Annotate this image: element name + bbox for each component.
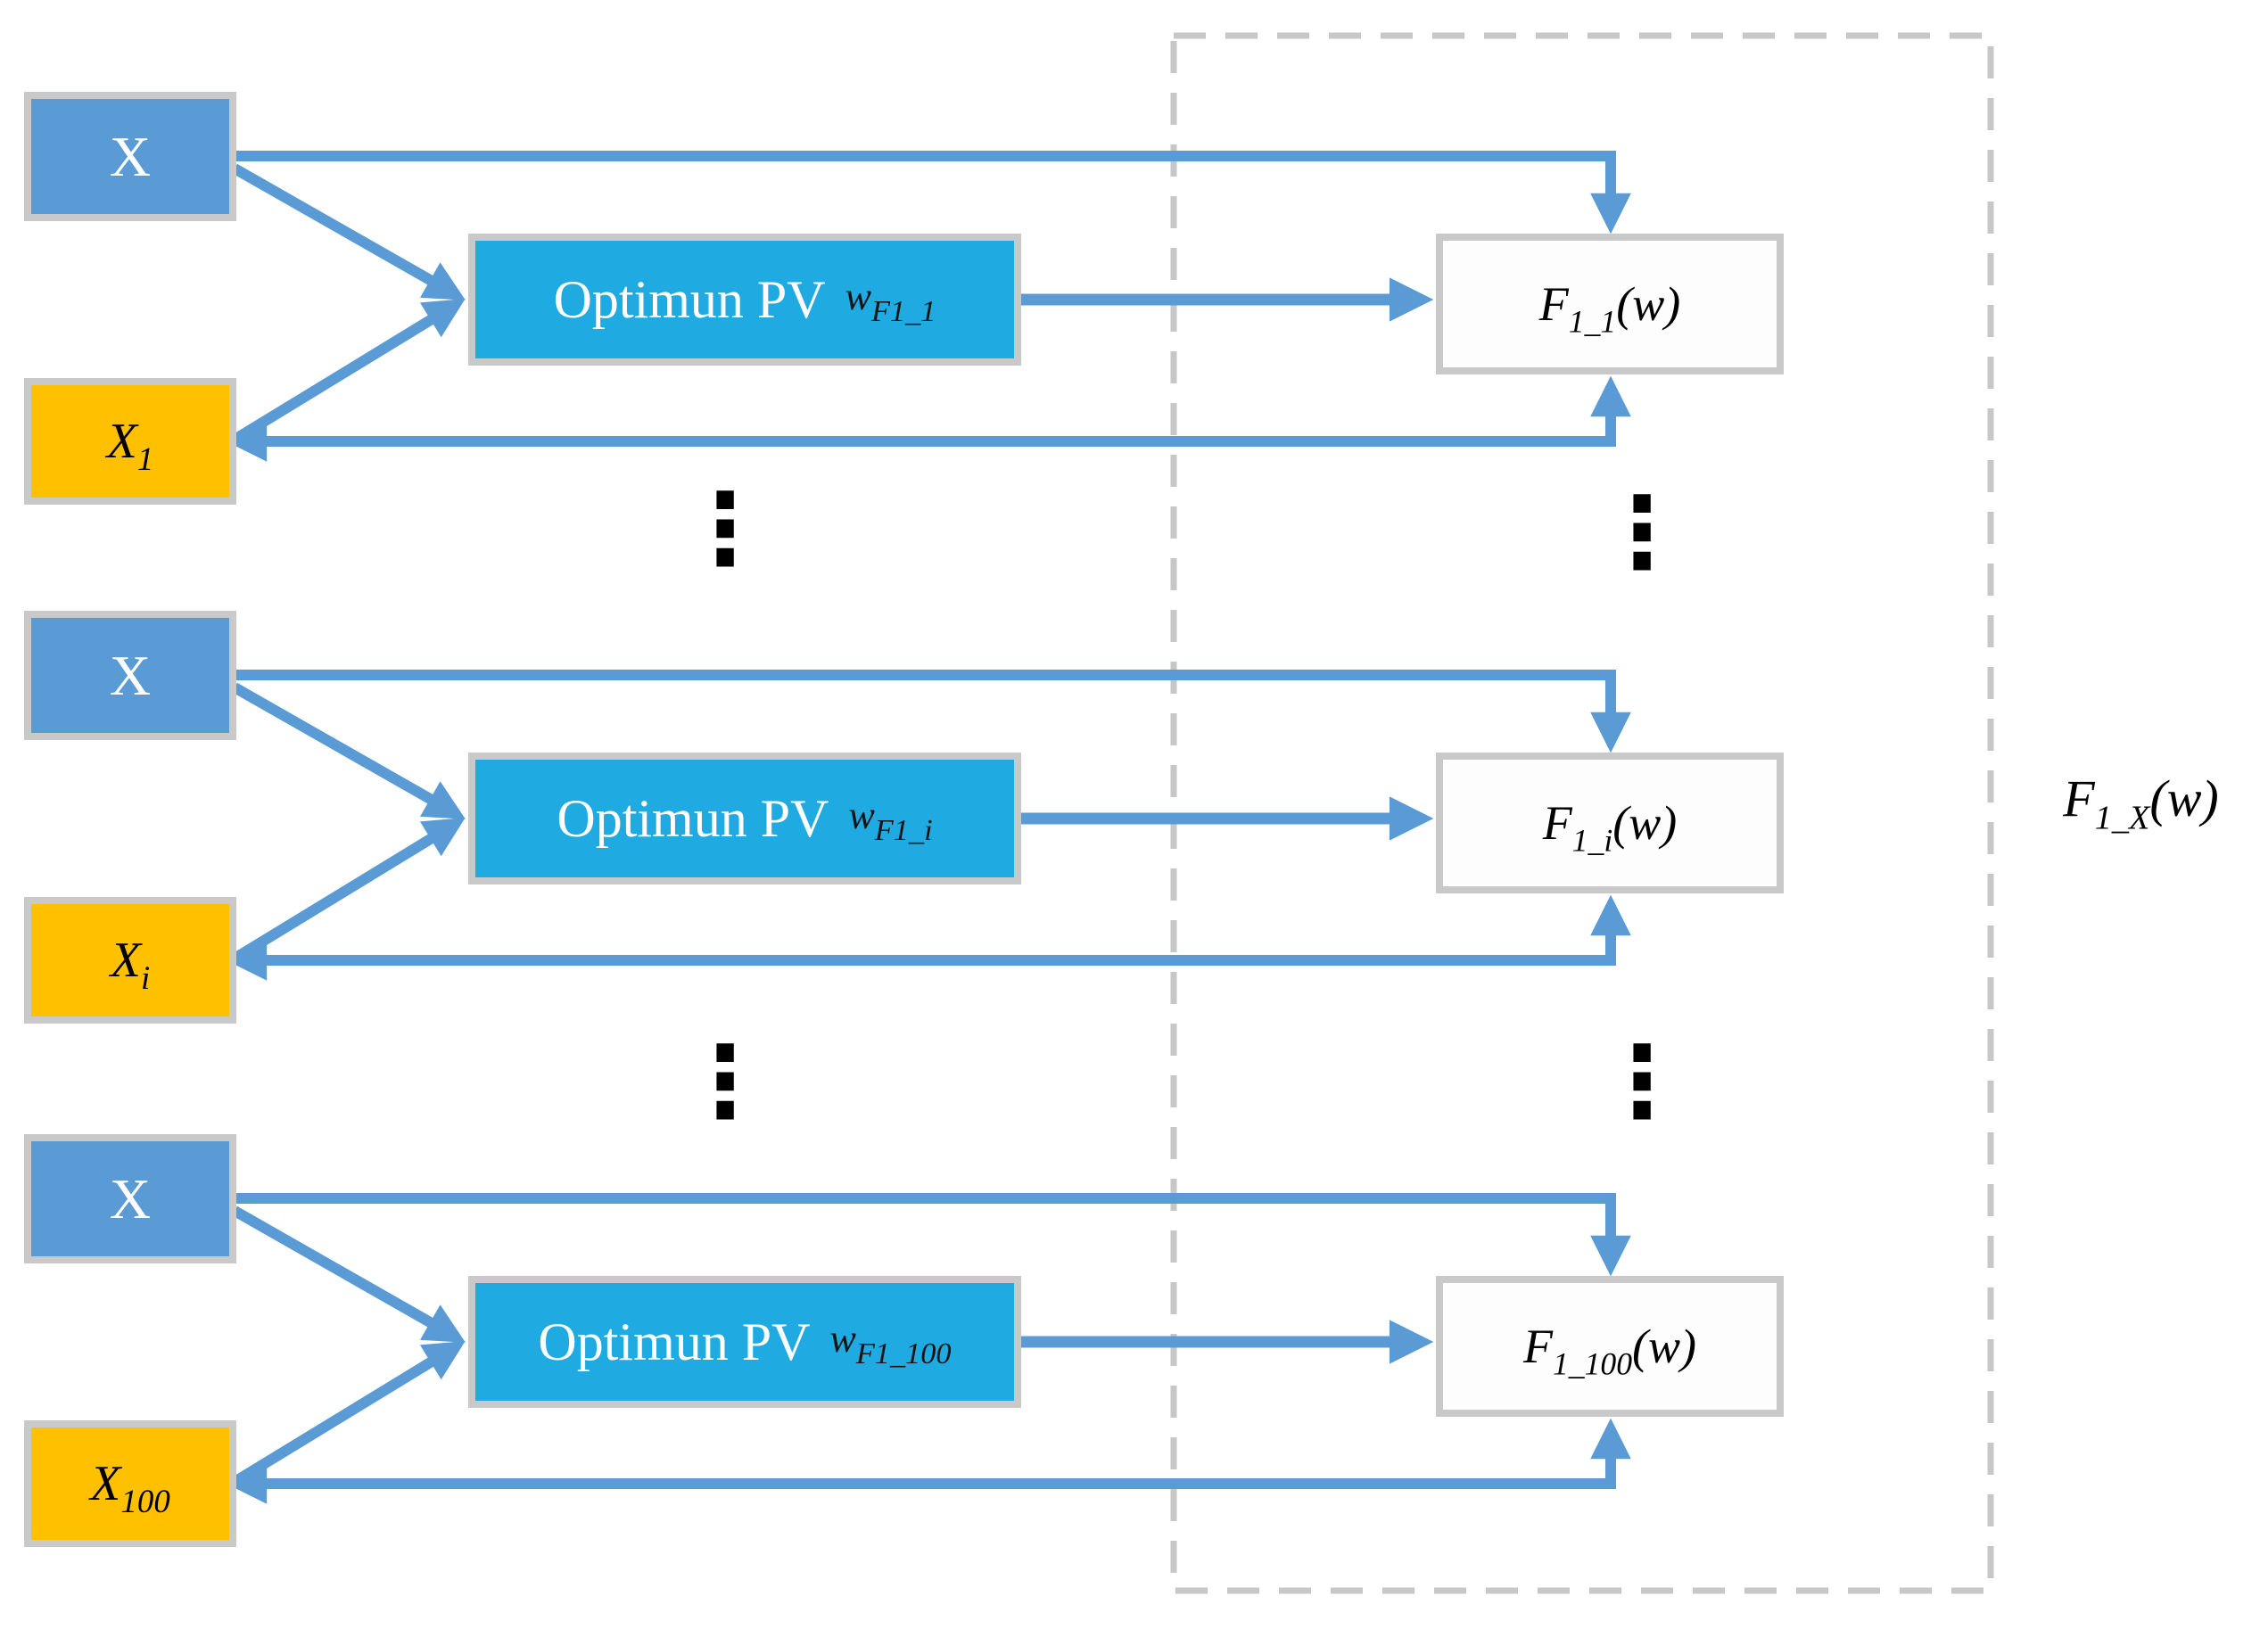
input-xi-label: X100 bbox=[90, 1456, 170, 1520]
aggregate-output-label: F1_X(w) bbox=[2063, 769, 2219, 837]
ellipsis-right-lower: ⋮ bbox=[1593, 1024, 1691, 1139]
optimum-pv-box: Optimun PV wF1_i bbox=[468, 753, 1021, 884]
optimum-pv-label: Optimun PV bbox=[538, 1312, 811, 1371]
ellipsis-right-upper: ⋮ bbox=[1593, 475, 1691, 589]
input-xi-box: X100 bbox=[24, 1420, 236, 1547]
input-xi-box: Xi bbox=[24, 897, 236, 1024]
output-function-label: F1_100(w) bbox=[1522, 1320, 1697, 1382]
ellipsis-left-upper: ⋮ bbox=[676, 472, 774, 586]
pipeline-row-1: X X1 Optimun PV wF1_1 F1_1(w) bbox=[0, 92, 2268, 511]
output-function-label: F1_i(w) bbox=[1542, 796, 1678, 859]
input-xi-box: X1 bbox=[24, 378, 236, 505]
pipeline-row-3: X X100 Optimun PV wF1_100 F1_100(w) bbox=[0, 1134, 2268, 1553]
weight-variable: wF1_i bbox=[848, 793, 933, 847]
input-x-label: X bbox=[109, 124, 152, 188]
ellipsis-left-lower: ⋮ bbox=[676, 1024, 774, 1139]
output-function-box: F1_i(w) bbox=[1436, 753, 1784, 893]
output-function-box: F1_1(w) bbox=[1436, 234, 1784, 374]
output-function-label: F1_1(w) bbox=[1538, 277, 1681, 340]
optimum-pv-label: Optimun PV bbox=[557, 788, 829, 848]
input-x-label: X bbox=[109, 1166, 152, 1230]
input-xi-label: X1 bbox=[106, 414, 154, 478]
weight-variable: wF1_1 bbox=[845, 274, 936, 328]
input-x-box: X bbox=[24, 611, 236, 740]
weight-variable: wF1_100 bbox=[829, 1316, 952, 1370]
optimum-pv-box: Optimun PV wF1_1 bbox=[468, 234, 1021, 366]
input-x-box: X bbox=[24, 1134, 236, 1263]
input-xi-label: Xi bbox=[110, 933, 151, 997]
optimum-pv-label: Optimun PV bbox=[553, 269, 826, 329]
pipeline-row-2: X Xi Optimun PV wF1_i F1_i(w) bbox=[0, 611, 2268, 1030]
input-x-label: X bbox=[109, 643, 152, 707]
output-function-box: F1_100(w) bbox=[1436, 1276, 1784, 1417]
optimum-pv-box: Optimun PV wF1_100 bbox=[468, 1276, 1021, 1408]
input-x-box: X bbox=[24, 92, 236, 221]
